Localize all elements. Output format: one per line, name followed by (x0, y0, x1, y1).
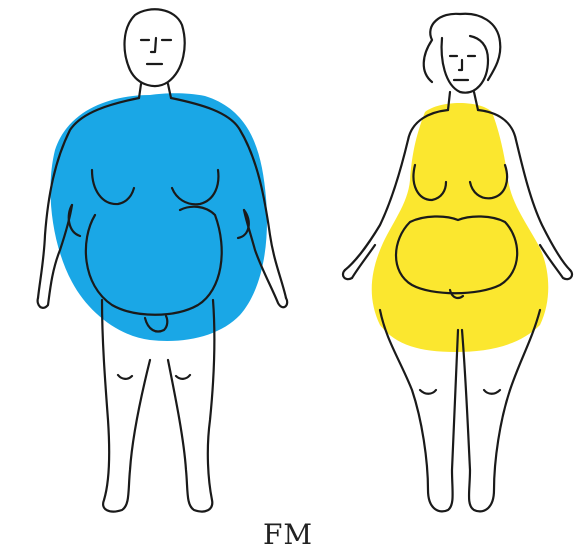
male-knees (118, 375, 190, 379)
male-figure (38, 9, 288, 511)
female-head (442, 36, 488, 93)
male-face (141, 38, 171, 64)
male-fat-region (50, 93, 267, 341)
female-hair (424, 14, 501, 82)
figure-caption: FM (0, 518, 576, 551)
female-left-arm (343, 245, 375, 279)
female-face (450, 56, 475, 80)
female-knees (420, 390, 500, 394)
female-fat-region (372, 103, 549, 352)
female-figure (343, 14, 572, 512)
